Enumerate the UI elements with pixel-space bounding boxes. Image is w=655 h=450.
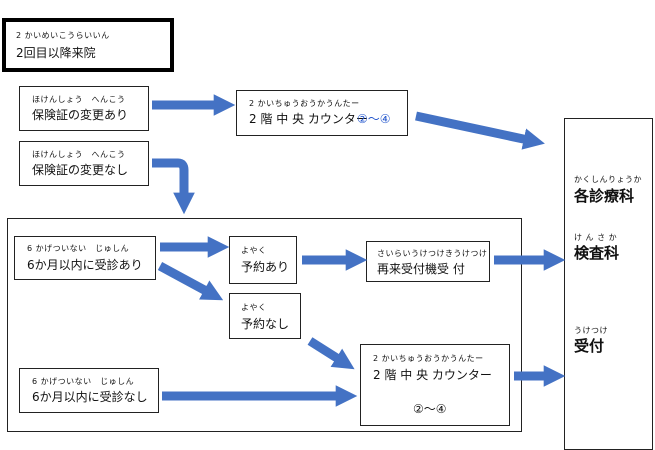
title-box: 2 かいめいこうらいいん 2回目以降来院 [2, 18, 174, 72]
reservation-yes-ruby: よやく [241, 246, 267, 255]
insurance-unchanged-ruby: ほけんしょう へんこう [32, 150, 126, 159]
title-text: 2回目以降来院 [16, 46, 96, 60]
reception-ruby: うけつけ [574, 326, 608, 335]
reception-kiosk-text: 再来受付機受 付 [377, 262, 465, 276]
reservation-yes-text: 予約あり [241, 260, 290, 274]
lab-ruby: け ん さ か [574, 233, 618, 242]
within-six-months-text: 6か月以内に受診あり [27, 258, 143, 272]
insurance-unchanged-text: 保険証の変更なし [32, 163, 129, 177]
destination-box: かくしんりょうか 各診療科 け ん さ か 検査科 うけつけ 受付 [564, 118, 653, 450]
reservation-no-text: 予約なし [241, 317, 290, 331]
insurance-changed-text: 保険証の変更あり [32, 108, 129, 122]
arrow-counter-to-destination [415, 111, 545, 150]
counter-mid-ruby: 2 かいちゅうおうかうんたー [373, 354, 484, 363]
reception-kiosk-box: さいらいうけつけきうけつけ 再来受付機受 付 [366, 241, 490, 282]
counter-mid-number: ②～④ [413, 402, 447, 416]
title-ruby: 2 かいめいこうらいいん [16, 31, 110, 40]
reservation-yes-box: よやく 予約あり [229, 236, 297, 284]
within-six-months-ruby: 6 かげついない じゅしん [27, 244, 130, 253]
reception-kiosk-ruby: さいらいうけつけきうけつけ [377, 249, 488, 258]
counter-top-text: 2 階 中 央 カウンター [249, 112, 368, 126]
no-visit-six-months-text: 6か月以内に受診なし [32, 390, 148, 404]
reception-text: 受付 [574, 337, 605, 355]
insurance-changed-ruby: ほけんしょう へんこう [32, 95, 126, 104]
dept-ruby: かくしんりょうか [574, 175, 642, 184]
insurance-changed-box: ほけんしょう へんこう 保険証の変更あり [19, 86, 149, 131]
insurance-unchanged-box: ほけんしょう へんこう 保険証の変更なし [19, 141, 149, 186]
arrow-unchanged-to-container [152, 158, 195, 215]
counter-top-box: 2 かいちゅうおうかうんたー 2 階 中 央 カウンター ②～④ [236, 90, 408, 136]
dept-text: 各診療科 [574, 187, 635, 205]
no-visit-six-months-box: 6 かげついない じゅしん 6か月以内に受診なし [19, 368, 159, 413]
within-six-months-box: 6 かげついない じゅしん 6か月以内に受診あり [14, 236, 156, 280]
lab-text: 検査科 [574, 244, 620, 262]
counter-top-number: ②～④ [357, 112, 391, 126]
no-visit-six-months-ruby: 6 かげついない じゅしん [32, 377, 135, 386]
counter-mid-box: 2 かいちゅうおうかうんたー 2 階 中 央 カウンター ②～④ [360, 344, 510, 426]
reservation-no-box: よやく 予約なし [229, 293, 301, 339]
reservation-no-ruby: よやく [241, 303, 267, 312]
counter-top-ruby: 2 かいちゅうおうかうんたー [249, 99, 360, 108]
counter-mid-text: 2 階 中 央 カウンター [373, 368, 492, 382]
